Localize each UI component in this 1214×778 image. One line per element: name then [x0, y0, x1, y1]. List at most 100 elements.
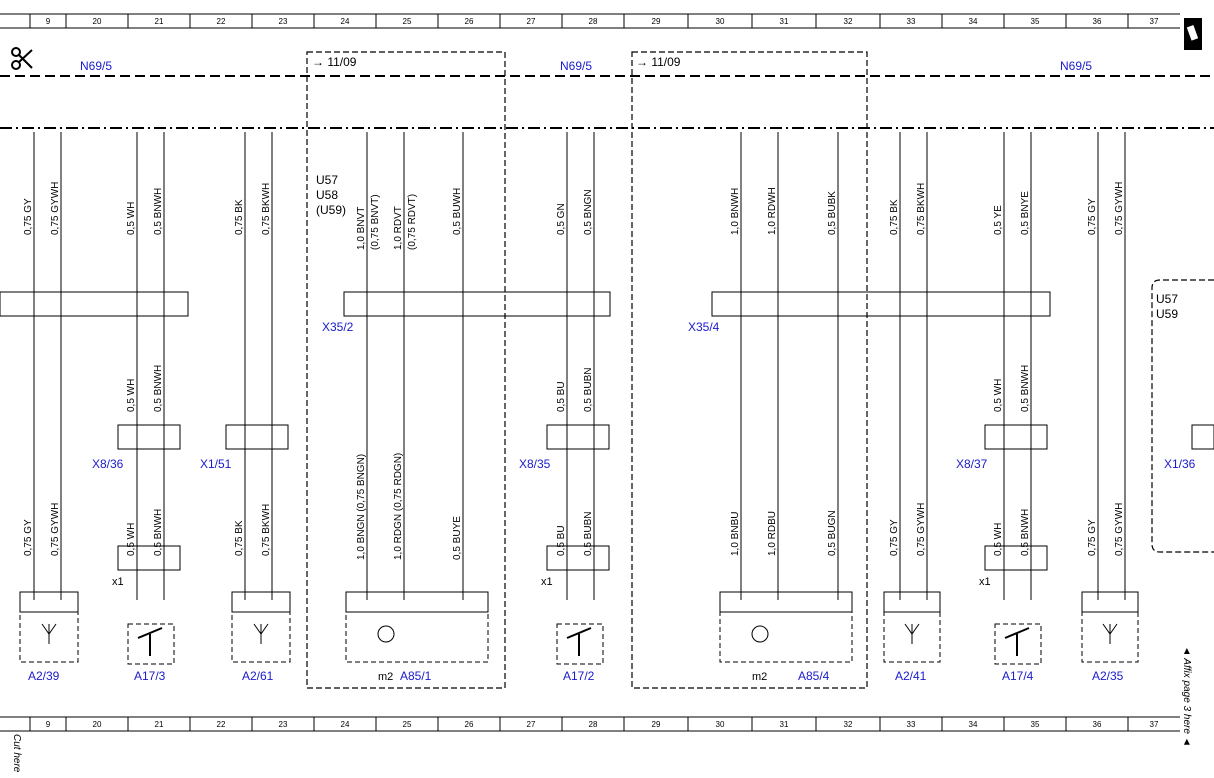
- label-m2-left: m2: [378, 671, 393, 683]
- wire-label-upper: 1,0 BNVT: [356, 207, 367, 250]
- wire-label-upper: 0,75 GYWH: [1114, 182, 1125, 235]
- label-a2-35: A2/35: [1092, 669, 1124, 683]
- grid-label: 35: [1031, 720, 1040, 729]
- motor-icon: [377, 625, 395, 643]
- cut-here-text: Cut here: [11, 734, 22, 773]
- grid-label: 34: [969, 17, 978, 26]
- label-x35-4: X35/4: [688, 320, 720, 334]
- wire-label-lower: 0,75 GYWH: [1114, 503, 1125, 556]
- wire-label-upper: 0,75 BK: [234, 199, 245, 235]
- label-a2-39: A2/39: [28, 669, 60, 683]
- grid-label: 27: [527, 720, 536, 729]
- connector-x8-37: [984, 424, 1048, 450]
- module-u57: U57: [316, 173, 338, 187]
- label-a17-2: A17/2: [563, 669, 595, 683]
- wire-label-lower: 1,0 RDGN (0,75 RDGN): [393, 453, 404, 560]
- label-x1-a: x1: [112, 576, 124, 588]
- wire-label-lower: 1,0 BNGN (0,75 BNGN): [356, 454, 367, 560]
- grid-label: 36: [1093, 17, 1102, 26]
- grid-label: 30: [716, 720, 725, 729]
- label-a85-4: A85/4: [798, 669, 830, 683]
- module-box-u57-left: [306, 51, 506, 689]
- grid-label: 24: [341, 17, 350, 26]
- wire-label-upper: 0,5 BNYE: [1020, 191, 1031, 235]
- grid-label: 23: [279, 720, 288, 729]
- label-a2-41: A2/41: [895, 669, 927, 683]
- grid-label: 22: [217, 17, 226, 26]
- grid-label: 21: [155, 17, 164, 26]
- component-connector-a2-35: [1081, 591, 1139, 613]
- label-a85-1: A85/1: [400, 669, 432, 683]
- wire-label-lower: 0,5 BU: [556, 525, 567, 556]
- motor-housing: [345, 611, 489, 663]
- motor-connector-a85-4: [719, 591, 853, 613]
- label-x1-c: x1: [979, 576, 991, 588]
- grid-label: 31: [780, 720, 789, 729]
- junction-strip-x35-2: [343, 291, 611, 317]
- wire-label-lower: 0,75 GY: [1087, 519, 1098, 556]
- grid-label: 26: [465, 17, 474, 26]
- switch-icon: [556, 623, 604, 665]
- grid-label: 31: [780, 17, 789, 26]
- wire-label-lower: 0,75 GY: [23, 519, 34, 556]
- motor-connector-a85-1: [345, 591, 489, 613]
- wire-label-lower: 0,75 GYWH: [916, 503, 927, 556]
- affix-page-text: ◄ Affix page 3 here ◄: [1181, 646, 1192, 747]
- wire-label-lower: 0,75 GY: [889, 519, 900, 556]
- component-connector-a2-61: [231, 591, 291, 613]
- wire-label-upper: 0,5 GN: [556, 203, 567, 235]
- component-connector-a2-41: [883, 591, 941, 613]
- wire-label-lower: 1,0 RDBU: [767, 511, 778, 556]
- label-a2-61: A2/61: [242, 669, 274, 683]
- module-box-u57-edge: [1151, 279, 1214, 553]
- wire-label-lower: 0,5 BNWH: [1020, 509, 1031, 556]
- motor-housing: [719, 611, 853, 663]
- motor-icon: [751, 625, 769, 643]
- n69-5-label-2: N69/5: [560, 59, 592, 73]
- wire-label-lower: 0,5 BUYE: [452, 516, 463, 560]
- grid-label: 24: [341, 720, 350, 729]
- antenna-icon: [231, 611, 291, 663]
- wire-label-upper: 0,5 WH: [126, 202, 137, 235]
- connector-x1-51: [225, 424, 289, 450]
- label-a17-4: A17/4: [1002, 669, 1034, 683]
- label-x8-36: X8/36: [92, 457, 124, 471]
- grid-label: 27: [527, 17, 536, 26]
- grid-label: 37: [1150, 17, 1159, 26]
- wire-label-lower: 0,5 WH: [993, 523, 1004, 556]
- connector-x1-a: [117, 545, 181, 571]
- wire-label-lower: 0,5 WH: [126, 523, 137, 556]
- wire-label-mid: 0,5 BNWH: [1020, 365, 1031, 412]
- wire-label-lower: 0,5 BUGN: [827, 510, 838, 556]
- label-x1-b: x1: [541, 576, 553, 588]
- antenna-icon: [1081, 611, 1139, 663]
- switch-icon: [994, 623, 1042, 665]
- n69-5-label-1: N69/5: [80, 59, 112, 73]
- label-x35-2: X35/2: [322, 320, 354, 334]
- connector-x1-c: [984, 545, 1048, 571]
- grid-label: 21: [155, 720, 164, 729]
- junction-strip-x35-4: [711, 291, 1051, 317]
- grid-label: 36: [1093, 720, 1102, 729]
- grid-label: 28: [589, 17, 598, 26]
- grid-label: 25: [403, 720, 412, 729]
- wire-label-mid: 0,5 WH: [993, 379, 1004, 412]
- junction-strip-left: [0, 291, 189, 317]
- grid-label: 30: [716, 17, 725, 26]
- wire-label-mid: 0,5 BUBN: [583, 368, 594, 412]
- connector-x1-36: [1191, 424, 1214, 450]
- grid-label: 34: [969, 720, 978, 729]
- grid-label: 29: [652, 17, 661, 26]
- wire-label-upper-alt: (0,75 RDVT): [407, 194, 418, 250]
- label-x8-35: X8/35: [519, 457, 551, 471]
- connector-x8-36: [117, 424, 181, 450]
- wire-label-upper: 0,75 GY: [23, 198, 34, 235]
- grid-label: 32: [844, 17, 853, 26]
- wire-label-upper-alt: (0,75 BNVT): [370, 194, 381, 250]
- grid-label: 9: [46, 720, 51, 729]
- grid-label: 22: [217, 720, 226, 729]
- wire-label-upper: 0,5 BNGN: [583, 189, 594, 235]
- antenna-icon: [883, 611, 941, 663]
- connector-x1-b: [546, 545, 610, 571]
